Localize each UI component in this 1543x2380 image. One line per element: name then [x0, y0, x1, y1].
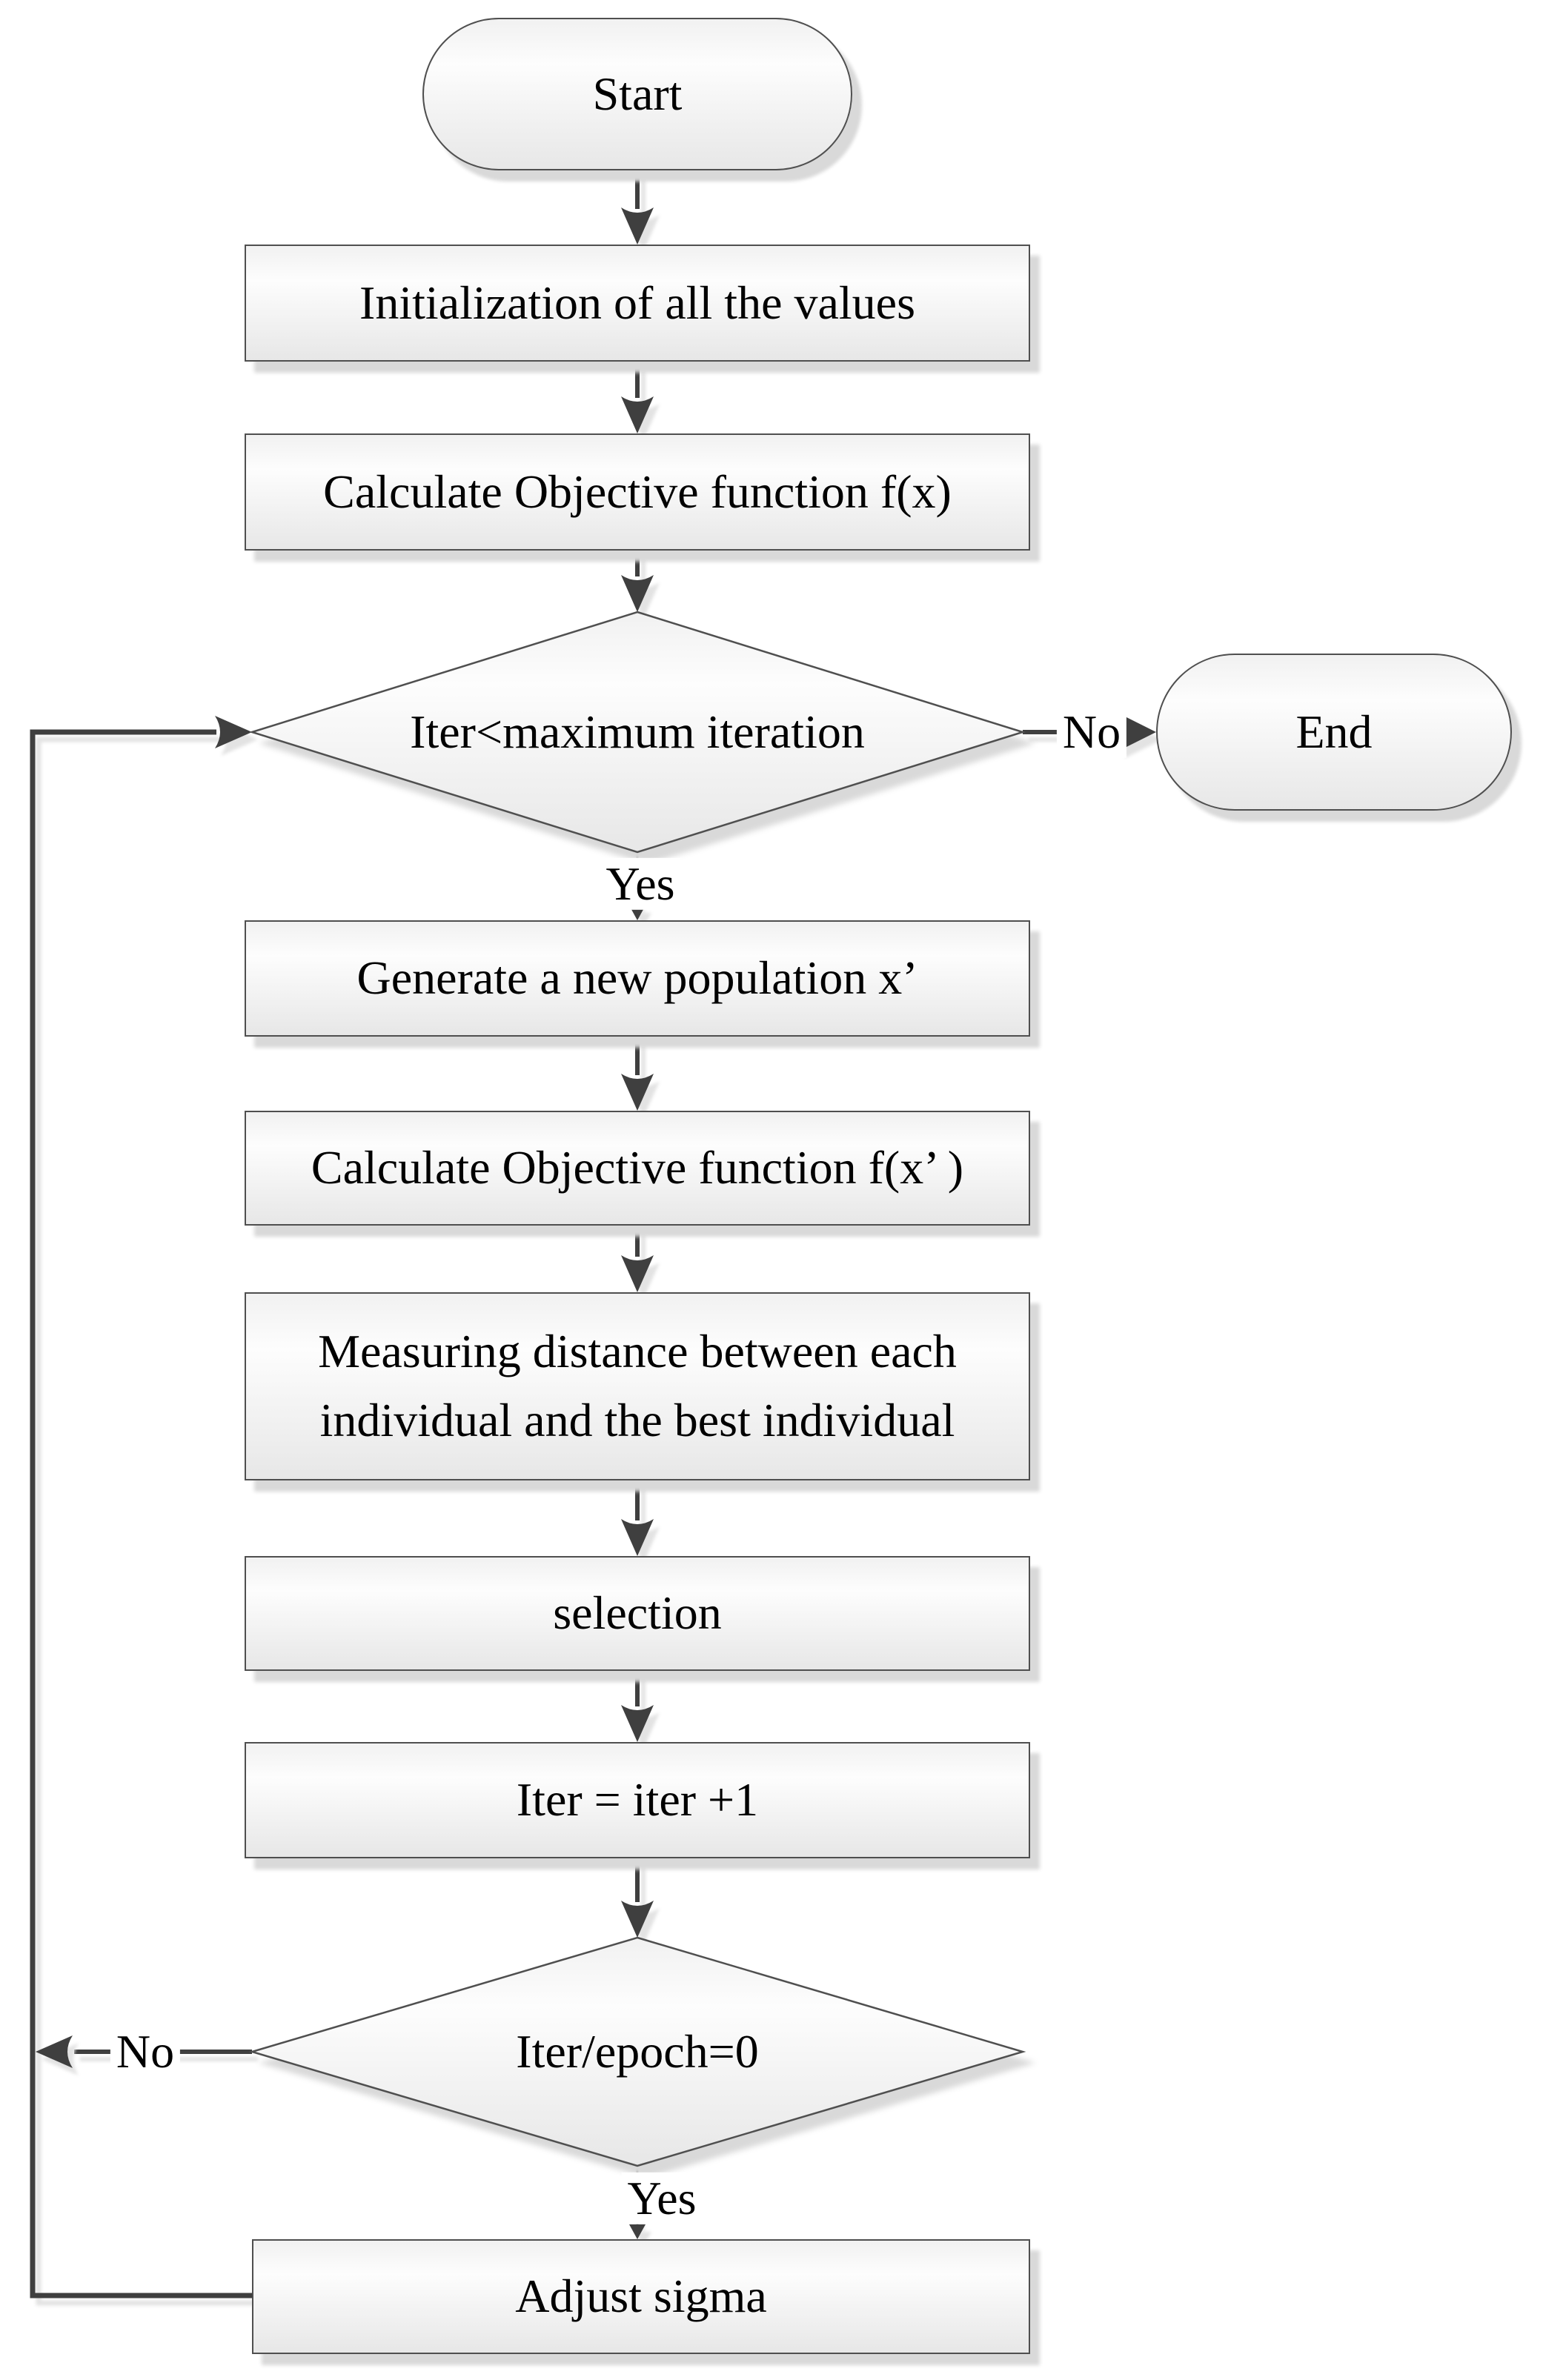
node-selection: selection — [245, 1556, 1030, 1671]
decision-iter-epoch-shape — [248, 1936, 1026, 2167]
node-start: Start — [422, 18, 852, 170]
branch-label-yes-2: Yes — [621, 2172, 703, 2225]
decision-iter-max-shape — [248, 611, 1026, 854]
node-initialization: Initialization of all the values — [245, 245, 1030, 362]
branch-label-yes-1: Yes — [600, 857, 681, 911]
node-selection-label: selection — [553, 1586, 722, 1640]
decision-iter-max-label: Iter<maximum iteration — [410, 705, 865, 758]
node-end-label: End — [1295, 705, 1373, 758]
node-calculate-objective-fx-prime-label: Calculate Objective function f(x’ ) — [311, 1141, 964, 1194]
loop-line — [30, 729, 252, 2298]
node-calculate-objective-fx-label: Calculate Objective function f(x) — [323, 465, 952, 518]
arrowhead-iterinc-to-iterepoch — [621, 1901, 654, 1938]
arrowhead-init-to-calcfx — [621, 396, 654, 433]
node-measuring-distance: Measuring distance between each individu… — [245, 1292, 1030, 1480]
arrowhead-measuring-to-selection — [621, 1519, 654, 1556]
arrowhead-start-to-init — [621, 207, 654, 245]
arrowhead-selection-to-iterinc — [621, 1705, 654, 1742]
node-calculate-objective-fx: Calculate Objective function f(x) — [245, 433, 1030, 551]
branch-label-no-1: No — [1056, 705, 1127, 759]
branch-label-no-2: No — [110, 2025, 181, 2078]
arrowhead-loop-into-itermax — [215, 716, 252, 748]
node-initialization-label: Initialization of all the values — [359, 276, 915, 329]
arrowhead-generate-to-calcfx2 — [621, 1074, 654, 1111]
node-adjust-sigma: Adjust sigma — [252, 2239, 1030, 2354]
node-end: End — [1156, 654, 1512, 811]
arrowhead-itermax-no — [1119, 714, 1156, 751]
node-iter-increment-label: Iter = iter +1 — [516, 1773, 759, 1826]
arrowhead-calcfx2-to-measuring — [621, 1255, 654, 1292]
node-generate-population: Generate a new population x’ — [245, 920, 1030, 1037]
node-start-label: Start — [592, 67, 683, 120]
arrowhead-iterepoch-yes — [629, 2224, 646, 2239]
node-generate-population-label: Generate a new population x’ — [356, 951, 918, 1005]
node-measuring-distance-label: Measuring distance between each individu… — [318, 1325, 957, 1446]
arrowhead-iterepoch-no — [36, 2035, 73, 2068]
node-adjust-sigma-label: Adjust sigma — [515, 2270, 767, 2323]
node-calculate-objective-fx-prime: Calculate Objective function f(x’ ) — [245, 1111, 1030, 1226]
arrowhead-calcfx-to-itermax — [621, 575, 654, 612]
node-iter-increment: Iter = iter +1 — [245, 1742, 1030, 1858]
decision-iter-epoch-label: Iter/epoch=0 — [516, 2025, 759, 2078]
